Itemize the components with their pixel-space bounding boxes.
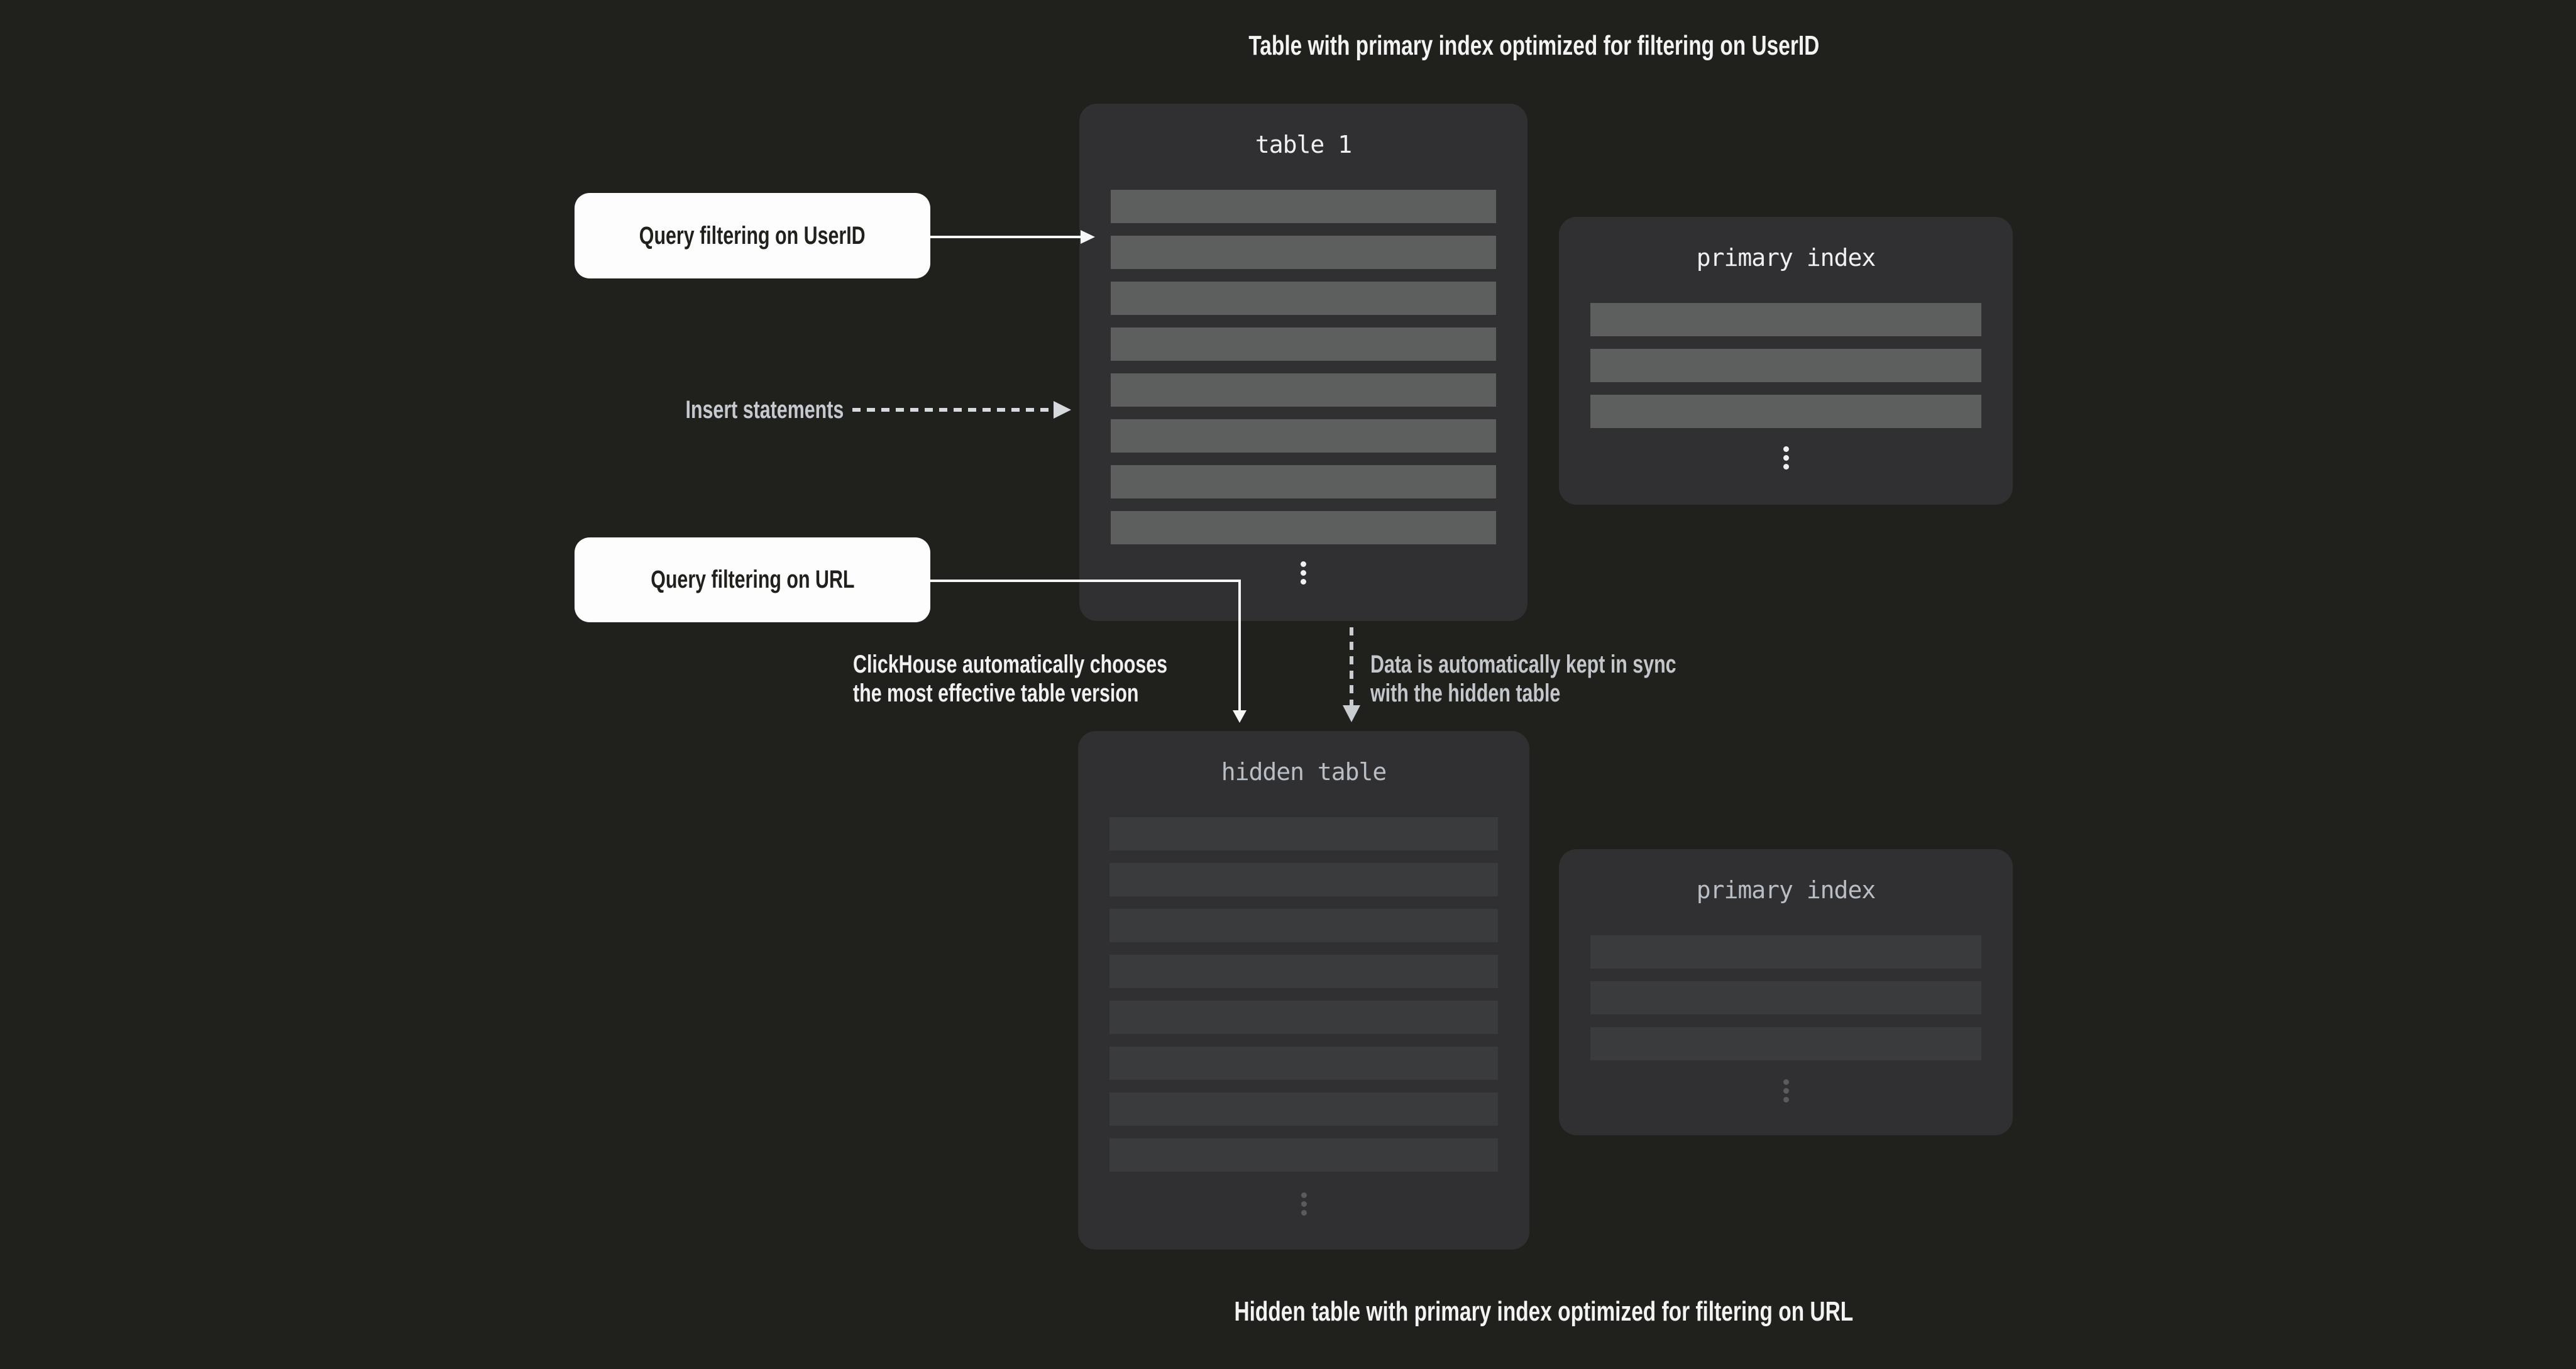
- panel-hidden-table-rows: [1109, 817, 1498, 1172]
- table-row: [1109, 817, 1498, 850]
- panel-hidden-table-title: hidden table: [1221, 758, 1387, 786]
- table-row: [1590, 935, 1981, 969]
- caption-bottom: Hidden table with primary index optimize…: [1069, 1295, 2019, 1328]
- vertical-ellipsis-icon: [1079, 561, 1527, 585]
- note-data-sync: Data is automatically kept in sync with …: [1370, 650, 1773, 708]
- table-row: [1109, 1047, 1498, 1080]
- label-box-query-userid: Query filtering on UserID: [575, 193, 930, 278]
- panel-primary-index-bottom-title: primary index: [1696, 876, 1876, 904]
- arrow-sync: [1343, 627, 1360, 722]
- table-row: [1590, 395, 1981, 428]
- table-row: [1109, 1001, 1498, 1034]
- table-row: [1590, 981, 1981, 1014]
- panel-primary-index-top-title: primary index: [1696, 244, 1876, 272]
- panel-hidden-table: hidden table: [1078, 731, 1529, 1250]
- note-data-sync-line1: Data is automatically kept in sync: [1370, 651, 1676, 678]
- table-row: [1590, 303, 1981, 336]
- caption-bottom-text: Hidden table with primary index optimize…: [1234, 1296, 1854, 1327]
- vertical-ellipsis-icon: [1559, 1079, 2013, 1102]
- vertical-ellipsis-icon: [1078, 1192, 1529, 1216]
- note-data-sync-line2: with the hidden table: [1370, 679, 1561, 707]
- table-row: [1111, 511, 1496, 544]
- arrow-query-userid: [930, 230, 1095, 244]
- label-query-userid-text: Query filtering on UserID: [639, 221, 866, 250]
- table-row: [1111, 190, 1496, 223]
- label-query-url-text: Query filtering on URL: [650, 566, 855, 593]
- table-row: [1111, 419, 1496, 453]
- table-row: [1109, 909, 1498, 942]
- table-row: [1111, 282, 1496, 315]
- note-clickhouse-line2: the most effective table version: [853, 679, 1139, 707]
- table-row: [1111, 465, 1496, 498]
- caption-top: Table with primary index optimized for f…: [1062, 30, 2005, 62]
- panel-primary-index-top-rows: [1590, 303, 1981, 428]
- panel-primary-index-bottom: primary index: [1559, 849, 2013, 1135]
- table-row: [1111, 327, 1496, 361]
- table-row: [1109, 955, 1498, 988]
- vertical-ellipsis-icon: [1559, 446, 2013, 470]
- label-box-query-url: Query filtering on URL: [575, 537, 930, 622]
- panel-table1: table 1: [1079, 104, 1527, 621]
- table-row: [1109, 1138, 1498, 1172]
- table-row: [1109, 863, 1498, 896]
- panel-table1-rows: [1111, 190, 1496, 544]
- table-row: [1109, 1092, 1498, 1126]
- panel-table1-title: table 1: [1255, 131, 1352, 158]
- table-row: [1590, 1027, 1981, 1060]
- table-row: [1590, 349, 1981, 382]
- caption-top-text: Table with primary index optimized for f…: [1248, 30, 1819, 61]
- note-clickhouse-chooses: ClickHouse automatically chooses the mos…: [853, 650, 1267, 708]
- panel-primary-index-top: primary index: [1559, 217, 2013, 505]
- label-insert-statements: Insert statements: [592, 395, 844, 425]
- panel-primary-index-bottom-rows: [1590, 935, 1981, 1060]
- table-row: [1111, 373, 1496, 407]
- label-insert-statements-text: Insert statements: [685, 396, 844, 424]
- table-row: [1111, 236, 1496, 269]
- note-clickhouse-line1: ClickHouse automatically chooses: [853, 651, 1168, 678]
- arrow-insert-statements: [852, 401, 1071, 419]
